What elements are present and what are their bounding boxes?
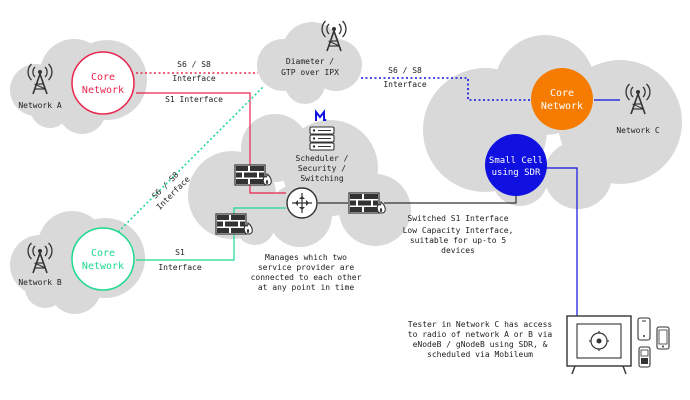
manages-note-line3: connected to each other [251,273,362,282]
tester-cabinet-icon [566,315,632,375]
link-switch-to-cell [318,195,517,204]
router-icon [286,187,318,219]
server-icon [309,126,335,151]
tester-note-line4: scheduled via Mobileum [427,350,533,359]
scheduler-line2: Security / [298,164,346,173]
diameter-line1: Diameter / [286,57,334,66]
network-c-label: Network C [616,126,660,135]
link-top-s1 [136,92,286,194]
top-s1-label: S1 Interface [165,95,223,104]
diag-s6-label: S6 / S8 Interface [150,170,192,212]
cloud-diameter [257,22,362,104]
core-network-a-line2: Network [82,85,124,96]
right-s6-label-line1: S6 / S8 [388,66,422,75]
bottom-s1-label-line1: S1 [175,248,185,257]
phone-icon [656,326,670,350]
tester-note-line2: to radio of network A or B via [408,330,553,339]
mobileum-logo [315,109,327,121]
manages-note-line4: at any point in time [258,283,355,292]
small-cell-sdr: Small Cell using SDR [485,134,547,196]
network-b-label: Network B [18,278,62,287]
manages-note-line2: service provider are [258,263,355,272]
scheduler-line3: Switching [300,174,344,183]
switched-note-line4: devices [441,246,475,255]
core-network-c-line1: Core [550,88,574,99]
switched-note-line1: Switched S1 Interface [407,214,508,223]
bottom-s1-label-line2: Interface [158,263,202,272]
top-s6-label-line1: S6 / S8 [177,60,211,69]
manages-note-line1: Manages which two [265,253,347,262]
core-network-b-line1: Core [91,248,115,259]
core-network-a: Core Network [71,51,135,115]
small-cell-line2: using SDR [492,168,541,178]
link-cell-to-tester [546,167,578,316]
tester-note-line3: eNodeB / gNodeB using SDR, & [413,340,548,349]
right-s6-label-line2: Interface [383,80,427,89]
link-right-s6 [361,77,530,101]
scheduler-line1: Scheduler / [296,154,349,163]
core-network-c: Core Network [531,68,593,130]
core-network-a-line1: Core [91,72,115,83]
switched-note-line3: suitable for up-to 5 [410,236,507,245]
tester-note-line1: Tester in Network C has access [408,320,553,329]
switched-note-line2: Low Capacity Interface, [403,226,514,235]
top-s6-label-line2: Interface [172,74,216,83]
phone-icon [638,346,651,368]
core-network-b-line2: Network [82,261,124,272]
core-network-b: Core Network [71,227,135,291]
core-network-c-line2: Network [541,101,583,112]
small-cell-line1: Small Cell [489,156,543,166]
phone-icon [637,317,651,341]
diameter-line2: GTP over IPX [281,68,339,77]
network-a-label: Network A [18,101,62,110]
